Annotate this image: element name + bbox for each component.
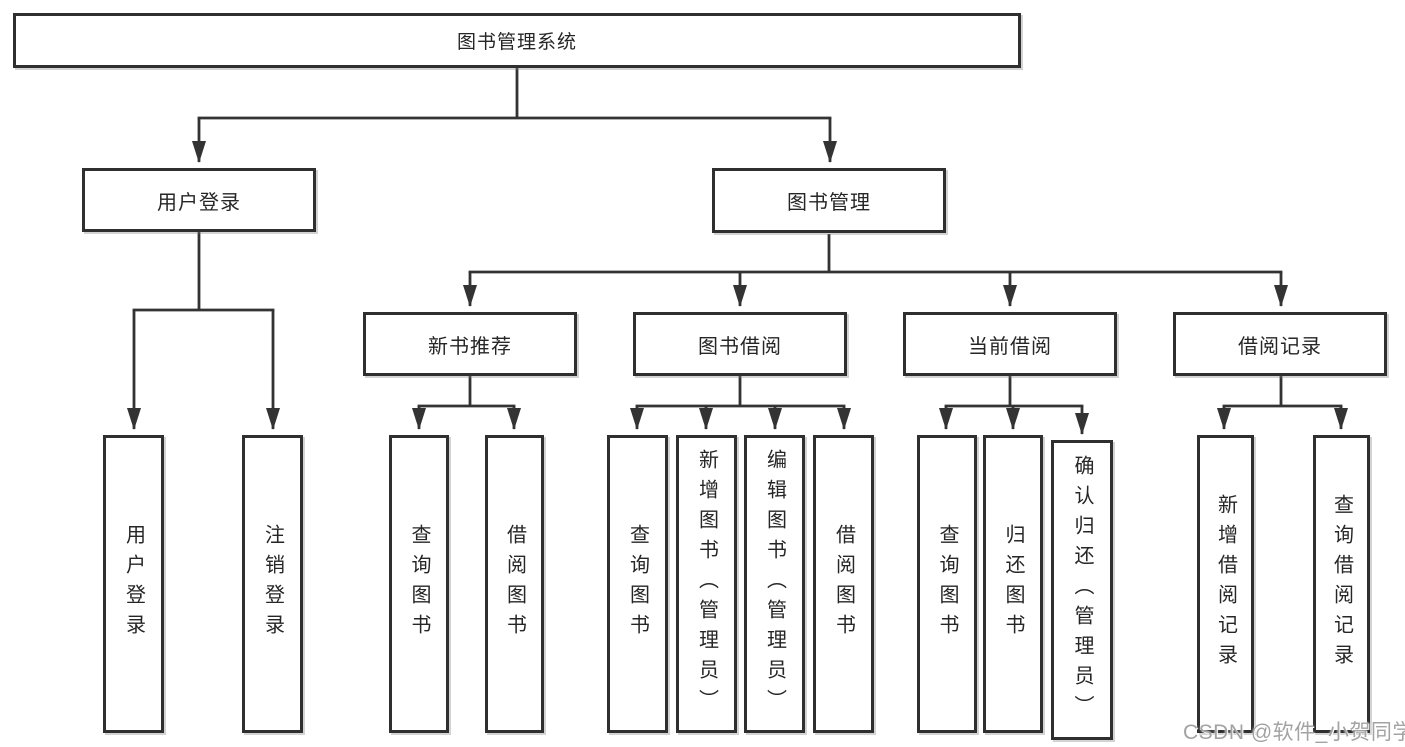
node-book-borrow: 图书借阅 bbox=[633, 312, 847, 376]
leaf-return-books: 归还图书 bbox=[983, 435, 1043, 733]
leaf-borrow-books-recommend: 借阅图书 bbox=[485, 435, 544, 733]
node-current-borrow: 当前借阅 bbox=[903, 312, 1117, 376]
node-library-system: 图书管理系统 bbox=[13, 13, 1021, 68]
node-new-book-recommend: 新书推荐 bbox=[363, 312, 577, 376]
leaf-query-books-current: 查询图书 bbox=[917, 435, 977, 733]
leaf-user-login: 用户登录 bbox=[103, 435, 164, 733]
leaf-logout: 注销登录 bbox=[242, 435, 303, 733]
leaf-confirm-return-admin: 确认归还（管理员） bbox=[1051, 440, 1113, 740]
leaf-borrow-books: 借阅图书 bbox=[813, 435, 874, 733]
watermark: CSDN @软件_小贺同学 bbox=[1183, 721, 1405, 744]
leaf-add-borrow-record: 新增借阅记录 bbox=[1197, 435, 1254, 733]
leaf-query-borrow-record: 查询借阅记录 bbox=[1313, 435, 1370, 733]
node-borrow-records: 借阅记录 bbox=[1173, 312, 1387, 376]
leaf-query-books-recommend: 查询图书 bbox=[389, 435, 449, 733]
leaf-add-book-admin: 新增图书（管理员） bbox=[676, 435, 737, 733]
leaf-edit-book-admin: 编辑图书（管理员） bbox=[744, 435, 805, 733]
node-book-management-branch: 图书管理 bbox=[712, 168, 946, 233]
node-user-login-branch: 用户登录 bbox=[82, 168, 316, 232]
leaf-query-books-borrow: 查询图书 bbox=[607, 435, 668, 733]
